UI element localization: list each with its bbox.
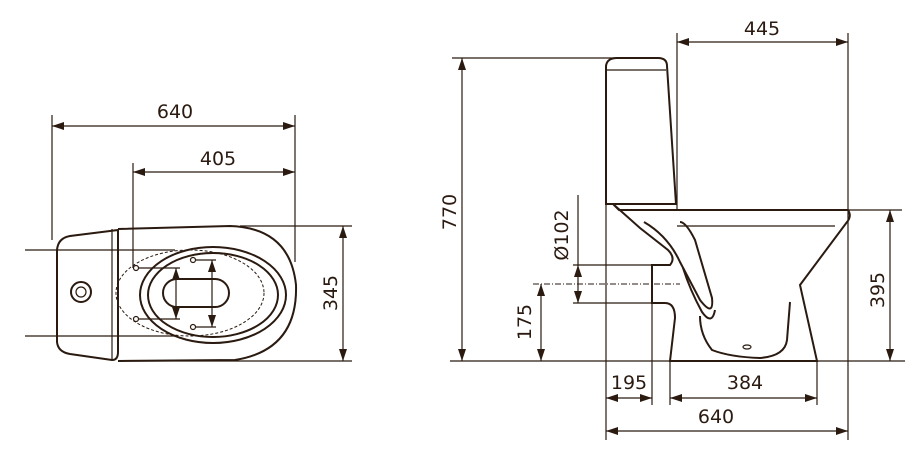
bowl-side-outline <box>612 203 851 362</box>
dim-tank-offset: 445 <box>677 18 848 46</box>
dim-overall-length-top: 640 <box>52 101 295 130</box>
dim-label: 405 <box>200 148 236 170</box>
dim-width: 345 <box>320 226 347 361</box>
bowl-outline <box>117 224 298 362</box>
tank-side-outline <box>605 57 678 205</box>
dim-label: 345 <box>320 275 342 311</box>
dim-label: 640 <box>698 406 734 428</box>
dim-label: 384 <box>727 372 763 394</box>
dim-total-height: 770 <box>439 58 466 361</box>
dim-outlet-diameter: Ø102 <box>551 209 582 303</box>
dim-overall-length-side: 640 <box>606 406 848 435</box>
top-view: 640 405 345 <box>25 101 352 362</box>
dim-label: 395 <box>867 272 889 308</box>
dim-seat-height: 395 <box>867 210 894 361</box>
dim-label: 770 <box>439 194 461 230</box>
flush-button-icon <box>70 281 92 303</box>
dim-foot-length: 384 <box>670 372 817 402</box>
dim-label: 175 <box>514 304 536 340</box>
tank-outline <box>56 228 119 362</box>
dim-label: Ø102 <box>551 209 573 260</box>
dim-wall-to-outlet: 195 <box>606 372 652 402</box>
dim-label: 640 <box>157 101 193 123</box>
dim-outlet-height: 175 <box>514 284 545 361</box>
dim-outlet-to-back: 405 <box>133 148 295 176</box>
dim-label: 445 <box>744 18 780 40</box>
side-view: 770 445 395 Ø102 175 195 384 640 <box>439 18 905 440</box>
dim-label: 195 <box>611 372 647 394</box>
